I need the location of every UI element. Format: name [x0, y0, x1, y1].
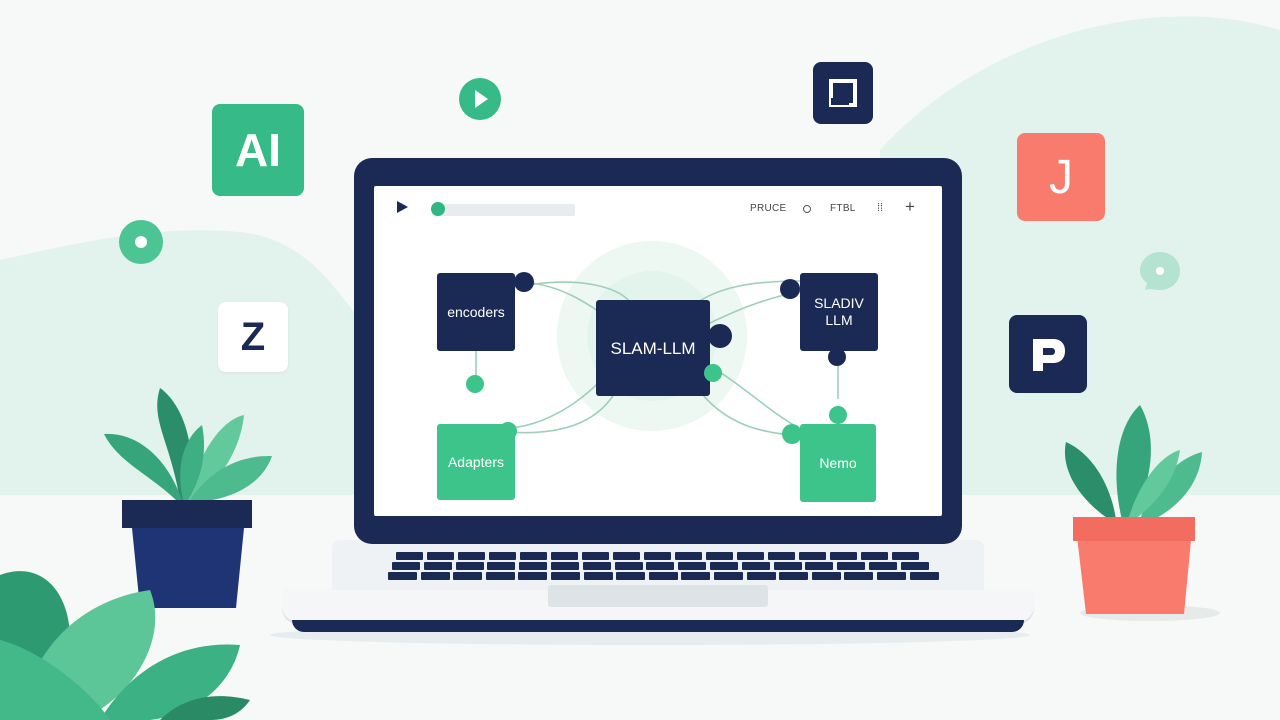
mint-hill-right [880, 16, 1280, 500]
connector-dot [829, 406, 847, 424]
encoders-node[interactable]: encoders [437, 273, 515, 351]
keyboard-key [892, 552, 919, 560]
ai-tile: AI [212, 104, 304, 196]
keyboard-key [900, 562, 929, 570]
keyboard [388, 552, 939, 582]
progress-knob[interactable] [430, 202, 445, 216]
keyboard-key [614, 562, 643, 570]
keyboard-key [714, 572, 743, 580]
connector [709, 365, 807, 433]
keyboard-key [779, 572, 809, 580]
z-tile: Z [218, 302, 288, 372]
keyboard-key [681, 572, 711, 580]
pot-shadow-right [1080, 605, 1220, 621]
keyboard-key [453, 572, 483, 580]
connector-dot [828, 348, 846, 366]
toolbar-label-left[interactable]: PRUCE [750, 203, 787, 214]
laptop-screen: PRUCE FTBL ⁞⁞ + [374, 186, 942, 516]
connector-dot [704, 364, 722, 382]
keyboard-key [909, 572, 939, 580]
adapters-label: Adapters [447, 453, 505, 470]
keyboard-key [616, 572, 646, 580]
mint-hill-left [0, 230, 360, 500]
keyboard-key [423, 562, 452, 570]
connector-dot [499, 422, 517, 440]
laptop-screen-bezel: PRUCE FTBL ⁞⁞ + [354, 158, 962, 544]
keyboard-key [551, 552, 578, 560]
keyboard-key [830, 552, 857, 560]
keyboard-key [420, 572, 450, 580]
laptop-base-edge [292, 620, 1024, 632]
connector-dot [708, 324, 732, 348]
slam-llm-center-node[interactable]: SLAM-LLM [596, 300, 710, 396]
slam-llm-center-label: SLAM-LLM [610, 338, 696, 358]
keyboard-key [869, 562, 897, 570]
slam-llm-right-node[interactable]: SLADIV LLM [800, 273, 878, 351]
connector [523, 281, 633, 307]
keyboard-key [799, 552, 826, 560]
keyboard-key [737, 552, 764, 560]
ai-tile-label: AI [235, 124, 281, 176]
circle-icon[interactable] [803, 205, 811, 213]
keyboard-key [489, 552, 516, 560]
p-logo-icon [1009, 315, 1087, 393]
keyboard-key [551, 572, 580, 580]
keyboard-key [678, 562, 707, 570]
keyboard-key [518, 572, 548, 580]
keyboard-key [811, 572, 841, 580]
keyboard-key [861, 552, 888, 560]
keyboard-key [710, 562, 738, 570]
keyboard-key [487, 562, 516, 570]
keyboard-key [388, 572, 417, 580]
plus-icon[interactable]: + [905, 197, 915, 216]
slam-llm-right-line2: LLM [825, 312, 853, 328]
connector-dot [780, 279, 800, 299]
keyboard-key [396, 552, 423, 560]
grid-icon[interactable]: ⁞⁞ [877, 202, 884, 214]
keyboard-key [551, 562, 579, 570]
keyboard-key [746, 572, 776, 580]
keyboard-key [427, 552, 454, 560]
keyboard-key [837, 562, 866, 570]
keyboard-key [485, 572, 515, 580]
progress-track[interactable] [432, 204, 575, 216]
keyboard-key [582, 552, 609, 560]
touchpad [548, 585, 768, 607]
keyboard-key [458, 552, 485, 560]
square-frame-icon [813, 62, 873, 124]
keyboard-key [768, 552, 795, 560]
keyboard-key [646, 562, 675, 570]
z-tile-label: Z [240, 314, 266, 359]
keyboard-key [644, 552, 671, 560]
keyboard-key [844, 572, 874, 580]
keyboard-key [583, 572, 613, 580]
encoders-label: encoders [447, 303, 505, 320]
nemo-node[interactable]: Nemo [800, 424, 876, 502]
connector-dot [514, 272, 534, 292]
keyboard-key [582, 562, 611, 570]
keyboard-key [741, 562, 770, 570]
keyboard-key [455, 562, 484, 570]
keyboard-key [706, 552, 733, 560]
nemo-label: Nemo [819, 454, 857, 471]
toolbar-label-right[interactable]: FTBL [830, 203, 856, 214]
keyboard-key [392, 562, 420, 570]
slam-llm-right-line1: SLADIV [814, 295, 864, 311]
j-tile-label: J [1049, 150, 1073, 204]
keyboard-key [519, 562, 548, 570]
keyboard-key [613, 552, 640, 560]
keyboard-key [877, 572, 906, 580]
keyboard-key [520, 552, 547, 560]
keyboard-key [648, 572, 678, 580]
j-tile: J [1017, 133, 1105, 221]
keyboard-key [675, 552, 702, 560]
slam-llm-right-label: SLADIV LLM [814, 295, 864, 329]
play-icon[interactable] [397, 201, 408, 213]
keyboard-key [805, 562, 834, 570]
connector-dot [466, 375, 484, 393]
connector-dot [782, 424, 802, 444]
keyboard-key [773, 562, 802, 570]
screen-toolbar: PRUCE FTBL ⁞⁞ + [374, 186, 942, 226]
